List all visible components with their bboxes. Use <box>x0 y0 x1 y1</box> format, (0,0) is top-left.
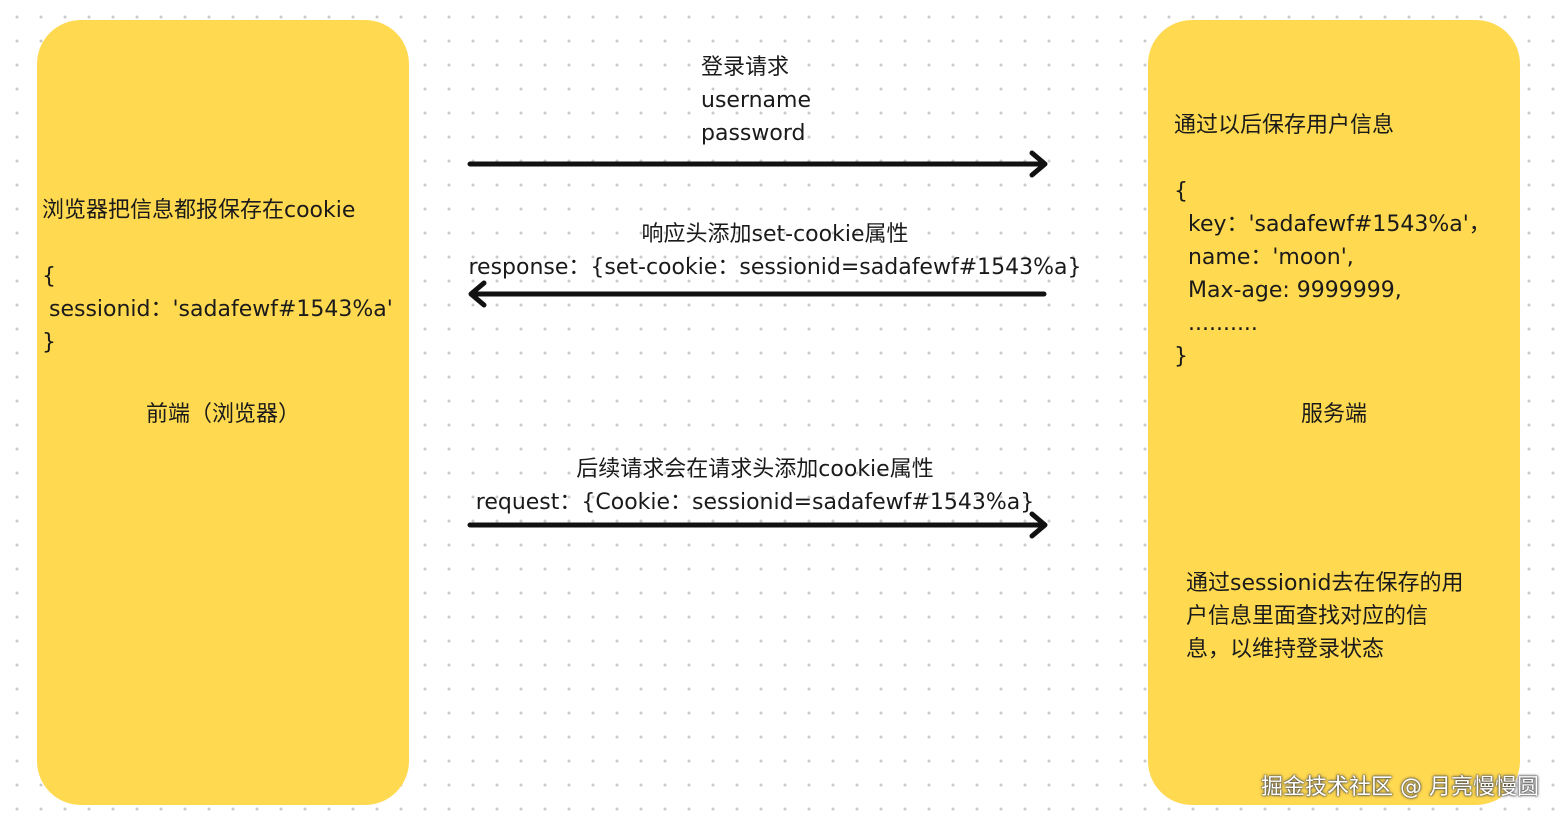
login-request-arrow <box>467 150 1048 178</box>
client-box <box>37 20 409 805</box>
set-cookie-response-label: 响应头添加set-cookie属性 response：{set-cookie：s… <box>468 222 1082 280</box>
login-request-label: 登录请求 username password <box>701 55 811 146</box>
cookie-request-arrow <box>467 511 1048 539</box>
client-title: 前端（浏览器） <box>145 402 300 427</box>
server-session-content: 通过以后保存用户信息 { key：'sadafewf#1543%a'， name… <box>1174 113 1491 369</box>
set-cookie-response-arrow <box>468 280 1047 308</box>
cookie-request-label: 后续请求会在请求头添加cookie属性 request：{Cookie：sess… <box>475 457 1035 515</box>
client-cookie-content: 浏览器把信息都报保存在cookie { sessionid：'sadafewf#… <box>42 198 393 355</box>
server-lookup-text: 通过sessionid去在保存的用 户信息里面查找对应的信 息，以维持登录状态 <box>1186 571 1464 662</box>
watermark: 掘金技术社区 @ 月亮慢慢圆 <box>1261 775 1539 800</box>
server-title: 服务端 <box>1300 402 1367 427</box>
server-box <box>1148 20 1520 805</box>
